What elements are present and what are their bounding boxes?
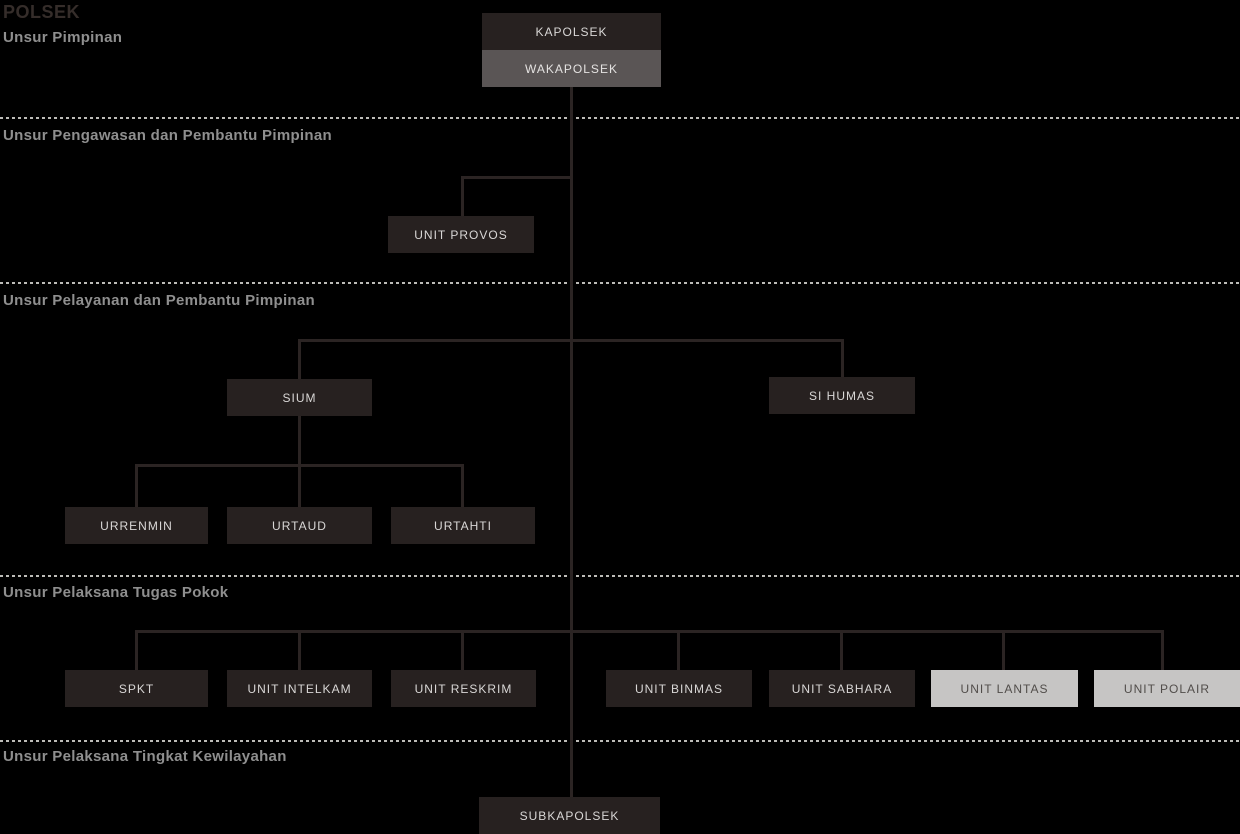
connector-urtaud-drop bbox=[298, 464, 301, 507]
connector-urrenmin-drop bbox=[135, 464, 138, 507]
connector-provos-horizontal bbox=[461, 176, 573, 179]
connector-lantas-drop bbox=[1002, 630, 1005, 670]
connector-urtahti-drop bbox=[461, 464, 464, 507]
connector-pelayanan-horizontal bbox=[298, 339, 844, 342]
connector-sihumas-drop bbox=[841, 339, 844, 377]
node-kapolsek: KAPOLSEK bbox=[482, 13, 661, 50]
node-spkt: SPKT bbox=[65, 670, 208, 707]
node-urrenmin: URRENMIN bbox=[65, 507, 208, 544]
page-title: POLSEK bbox=[3, 2, 81, 22]
connector-polair-drop bbox=[1161, 630, 1164, 670]
connector-sium-down bbox=[298, 415, 301, 467]
node-si-humas: SI HUMAS bbox=[769, 377, 915, 414]
section-label-unsur-pelayanan: Unsur Pelayanan dan Pembantu Pimpinan bbox=[3, 292, 316, 309]
connector-reskrim-drop bbox=[461, 630, 464, 670]
node-unit-polair: UNIT POLAIR bbox=[1094, 670, 1240, 707]
node-unit-binmas: UNIT BINMAS bbox=[606, 670, 752, 707]
node-subkapolsek: SUBKAPOLSEK bbox=[479, 797, 660, 834]
section-divider-2 bbox=[0, 282, 1240, 284]
section-label-unsur-pengawasan: Unsur Pengawasan dan Pembantu Pimpinan bbox=[3, 127, 332, 144]
node-unit-intelkam: UNIT INTELKAM bbox=[227, 670, 372, 707]
connector-provos-drop bbox=[461, 176, 464, 216]
connector-spkt-drop bbox=[135, 630, 138, 670]
node-sium: SIUM bbox=[227, 379, 372, 416]
section-divider-3 bbox=[0, 575, 1240, 577]
connector-main-vertical bbox=[570, 86, 573, 798]
node-unit-sabhara: UNIT SABHARA bbox=[769, 670, 915, 707]
section-label-unsur-pimpinan: Unsur Pimpinan bbox=[3, 29, 123, 46]
node-wakapolsek: WAKAPOLSEK bbox=[482, 50, 661, 87]
node-urtahti: URTAHTI bbox=[391, 507, 535, 544]
node-unit-provos: UNIT PROVOS bbox=[388, 216, 534, 253]
section-divider-4 bbox=[0, 740, 1240, 742]
node-urtaud: URTAUD bbox=[227, 507, 372, 544]
connector-sabhara-drop bbox=[840, 630, 843, 670]
connector-sium-drop bbox=[298, 339, 301, 379]
section-divider-1 bbox=[0, 117, 1240, 119]
section-label-unsur-pelaksana-kewilayahan: Unsur Pelaksana Tingkat Kewilayahan bbox=[3, 748, 287, 765]
node-unit-reskrim: UNIT RESKRIM bbox=[391, 670, 536, 707]
connector-binmas-drop bbox=[677, 630, 680, 670]
connector-intelkam-drop bbox=[298, 630, 301, 670]
section-label-unsur-pelaksana-tugas-pokok: Unsur Pelaksana Tugas Pokok bbox=[3, 584, 229, 601]
node-unit-lantas: UNIT LANTAS bbox=[931, 670, 1078, 707]
connector-tugas-pokok-horizontal bbox=[135, 630, 1164, 633]
